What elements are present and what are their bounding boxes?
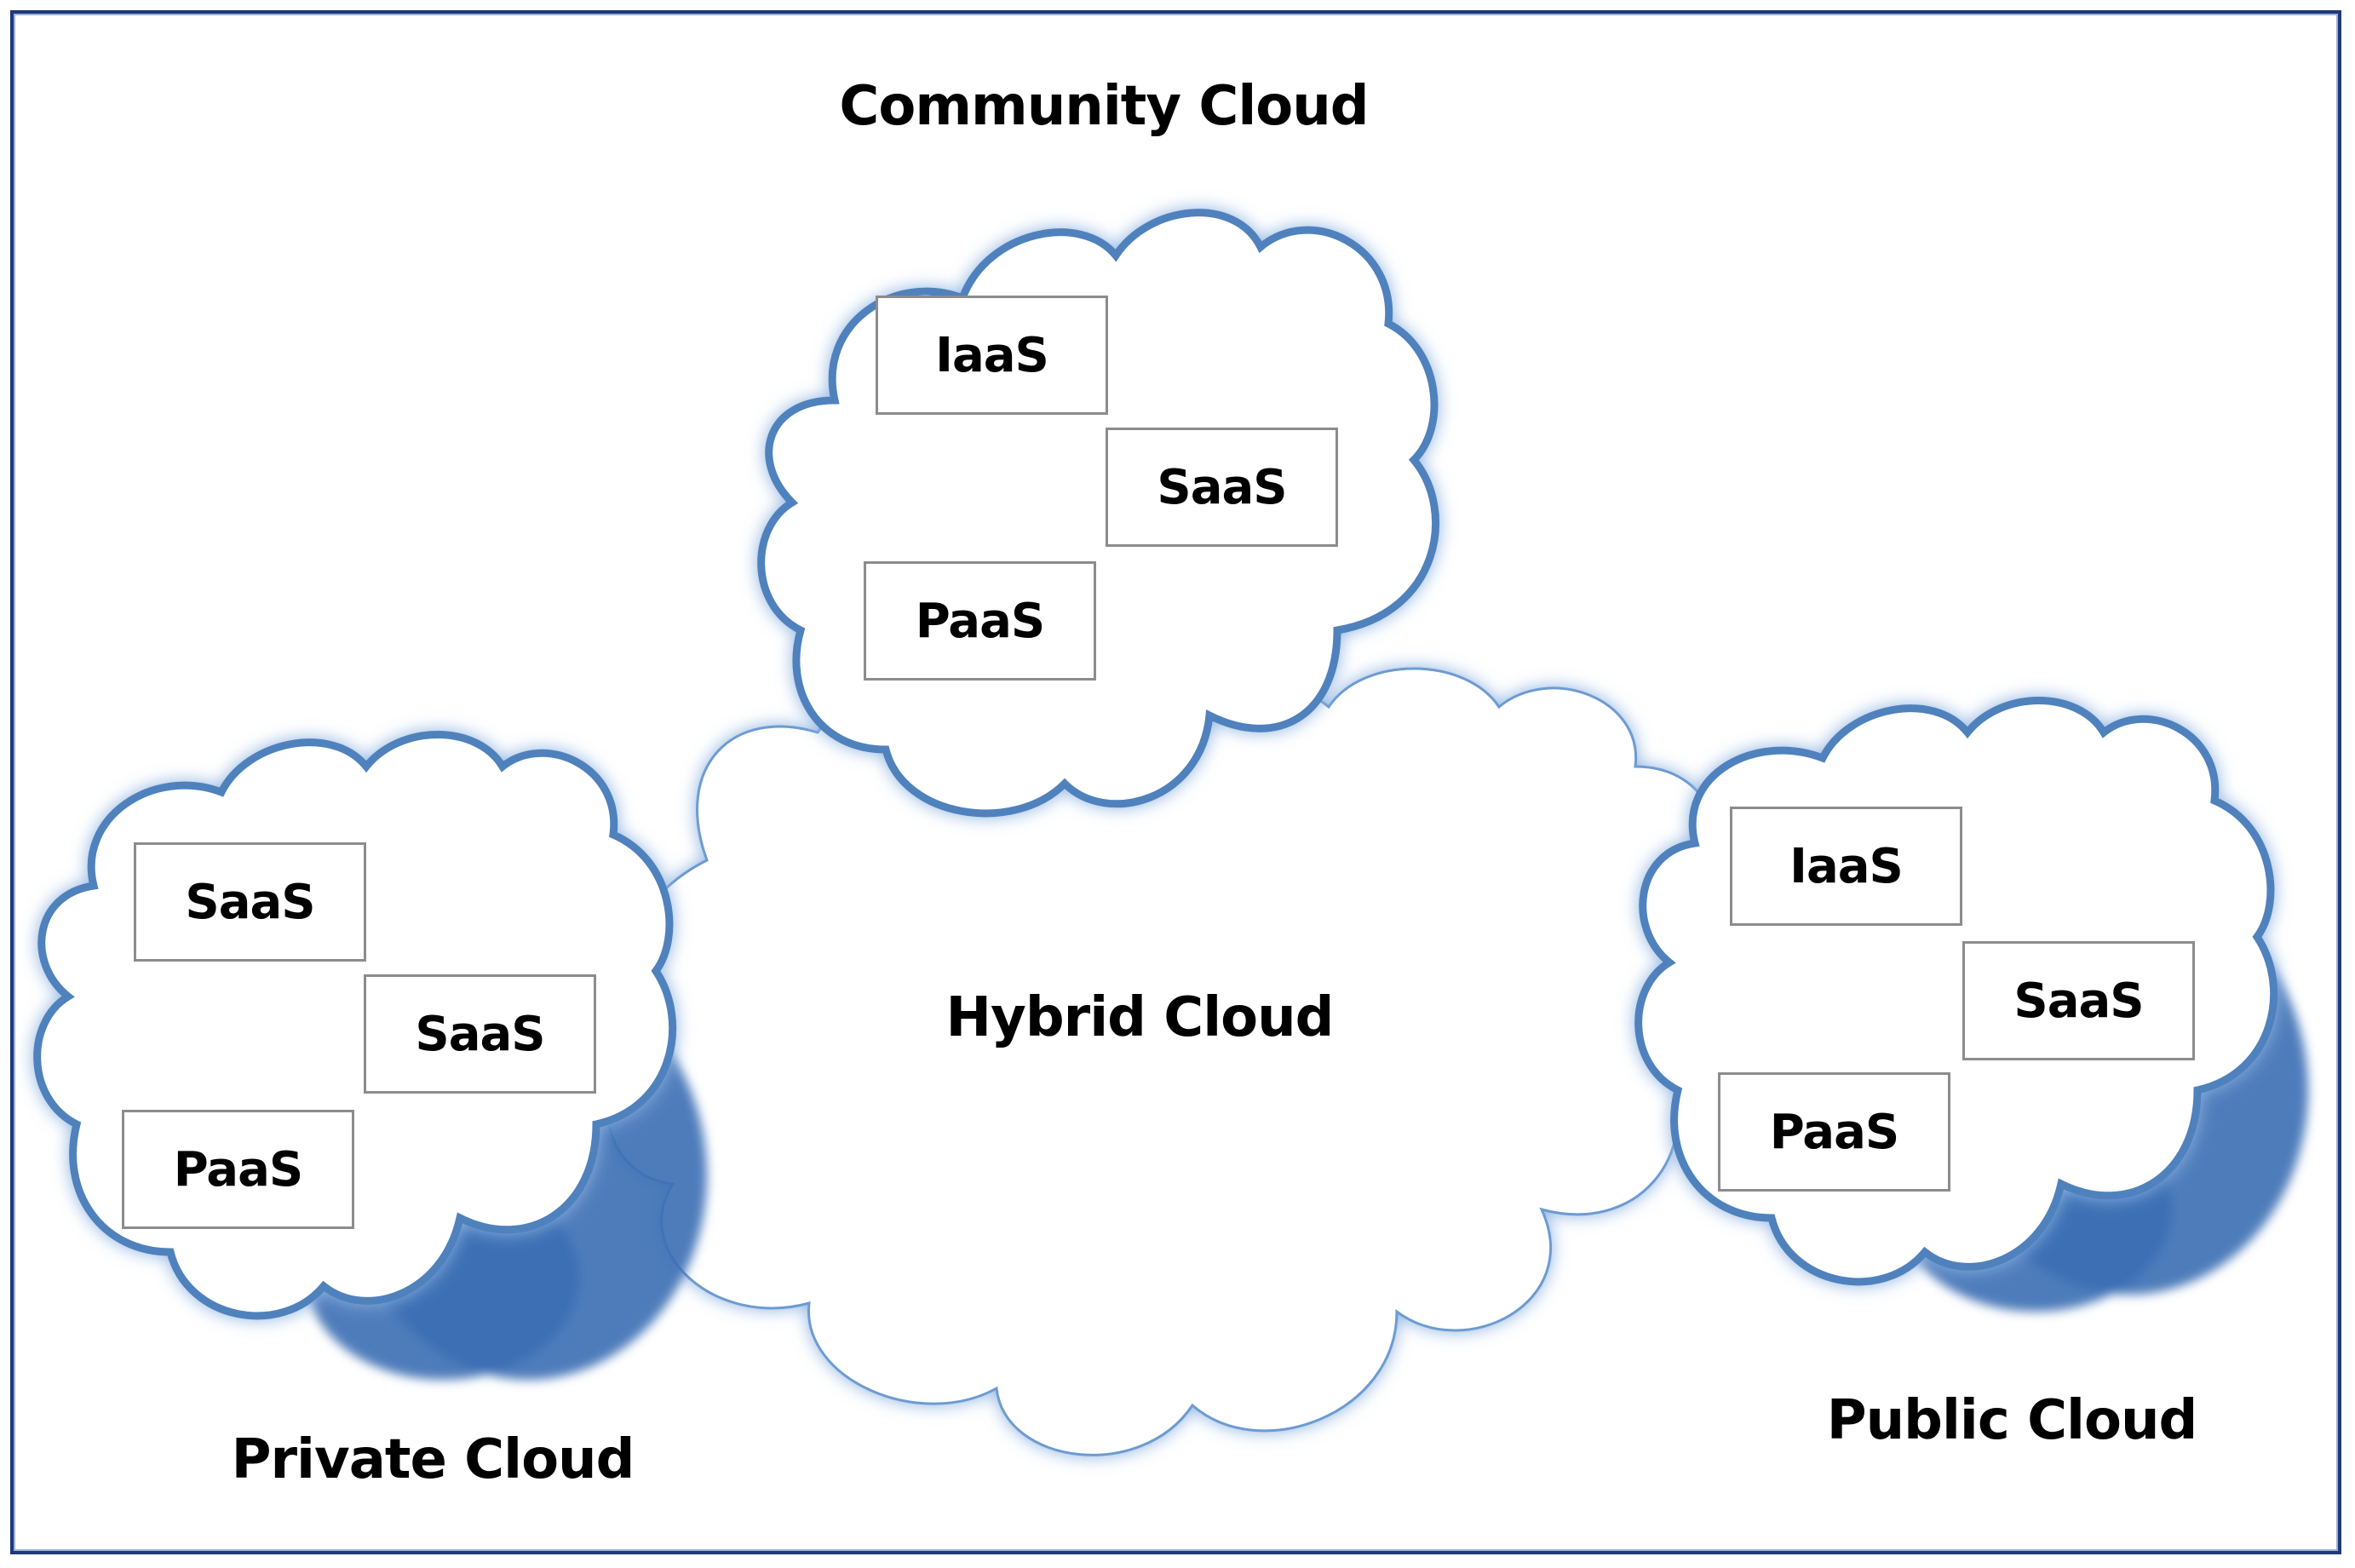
community-service-box: SaaS (1106, 428, 1338, 547)
public-service-box: IaaS (1730, 807, 1962, 926)
service-label: IaaS (935, 327, 1049, 383)
service-label: SaaS (1157, 459, 1287, 515)
community-service-box: IaaS (876, 296, 1108, 415)
service-label: IaaS (1789, 838, 1904, 894)
community-service-box: PaaS (864, 561, 1096, 681)
service-label: SaaS (2013, 973, 2144, 1029)
hybrid-cloud-label: Hybrid Cloud (945, 986, 1335, 1049)
service-label: SaaS (185, 874, 315, 930)
public-service-box: SaaS (1962, 941, 2195, 1060)
private-service-box: SaaS (364, 974, 596, 1094)
diagram-frame (10, 10, 2341, 1554)
public-service-box: PaaS (1718, 1072, 1950, 1192)
service-label: PaaS (1769, 1104, 1899, 1160)
private-service-box: SaaS (134, 842, 366, 962)
community-cloud-label: Community Cloud (839, 75, 1369, 138)
private-cloud-label: Private Cloud (231, 1428, 635, 1491)
public-cloud-label: Public Cloud (1826, 1389, 2198, 1452)
service-label: PaaS (173, 1141, 303, 1198)
private-service-box: PaaS (122, 1110, 354, 1229)
service-label: SaaS (415, 1006, 545, 1062)
service-label: PaaS (915, 593, 1045, 649)
